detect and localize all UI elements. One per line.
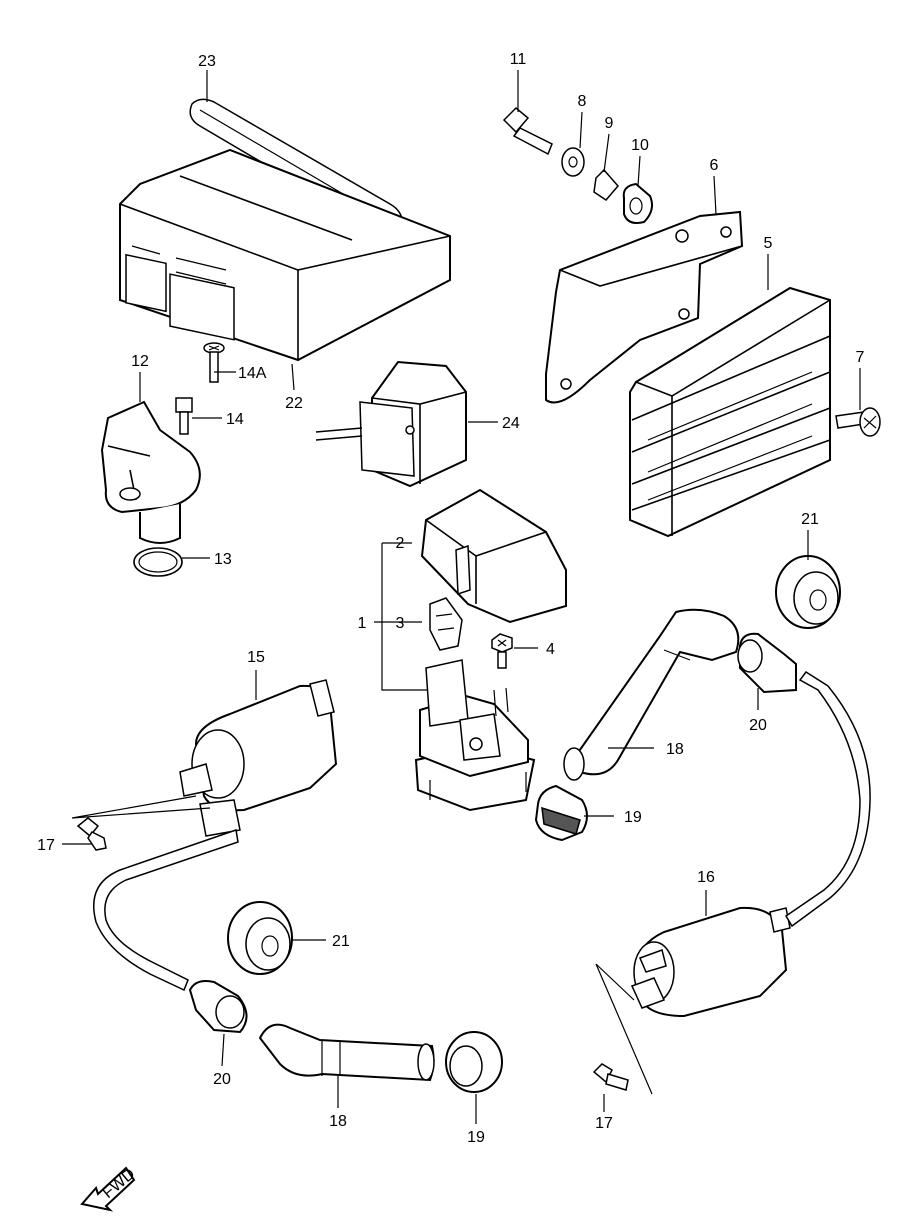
part-18-plug-cap-right (563, 608, 740, 781)
callout-19-right: 19 (624, 809, 642, 826)
forward-arrow-icon: FWD (80, 1166, 139, 1212)
part-22-ecu (119, 148, 451, 362)
callout-3: 3 (396, 615, 405, 632)
part-15-ignition-coil (179, 679, 338, 837)
part-20-cap-left (188, 980, 248, 1034)
callout-13: 13 (214, 551, 232, 568)
part-13-o-ring (133, 547, 183, 577)
callout-23: 23 (198, 53, 216, 70)
callout-15: 15 (247, 649, 265, 666)
callout-labels: 23 22 14A 14 12 13 24 11 8 9 10 6 5 7 21… (37, 51, 864, 1146)
part-5-regulator (629, 286, 831, 538)
part-16-lead (784, 670, 871, 928)
part-7-screw (835, 407, 881, 437)
part-15-lead (92, 829, 239, 992)
part-14-bolt (175, 397, 193, 435)
part-3-fuse (429, 597, 463, 651)
callout-16: 16 (697, 869, 715, 886)
callout-7: 7 (856, 349, 865, 366)
part-6-bracket (545, 210, 744, 404)
part-17-bolt-left (76, 817, 107, 851)
callout-10: 10 (631, 137, 649, 154)
callout-17-left: 17 (37, 837, 55, 854)
callout-20-left: 20 (213, 1071, 231, 1088)
callout-21-upper: 21 (801, 511, 819, 528)
fwd-label: FWD (100, 1166, 139, 1202)
callout-11: 11 (510, 51, 527, 68)
callout-21-lower: 21 (332, 933, 350, 950)
leader-dashed-right (595, 963, 653, 1095)
callout-12: 12 (131, 353, 149, 370)
part-8-washer (561, 147, 585, 177)
part-2-cover (420, 488, 567, 624)
callout-8: 8 (578, 93, 587, 110)
callout-24: 24 (502, 415, 520, 432)
group-bracket-line (381, 542, 428, 691)
part-21-grommet-upper (775, 555, 841, 629)
part-17-bolt-right (592, 1063, 629, 1091)
callout-14: 14 (226, 411, 244, 428)
callout-18-right: 18 (666, 741, 684, 758)
callout-20-right: 20 (749, 717, 767, 734)
callout-1: 1 (358, 615, 367, 632)
callout-4: 4 (546, 641, 555, 658)
callout-2: 2 (396, 535, 405, 552)
callout-19-left: 19 (467, 1129, 485, 1146)
part-18-plug-cap-left (258, 1023, 435, 1082)
part-9-collar (593, 168, 619, 201)
part-4-bolt (491, 633, 513, 669)
part-19-rubber-left (445, 1031, 503, 1093)
leader-dashed-left (71, 795, 211, 819)
part-10-rubber (622, 182, 653, 224)
callout-17-right: 17 (595, 1115, 613, 1132)
part-16-ignition-coil (630, 906, 791, 1018)
callout-14a: 14A (238, 365, 267, 382)
callout-22: 22 (285, 395, 303, 412)
part-11-bolt (502, 106, 553, 156)
part-20-cap-right (737, 632, 797, 694)
callout-6: 6 (710, 157, 719, 174)
part-1-starter-relay (414, 659, 536, 812)
part-24-relay (315, 360, 467, 488)
part-21-grommet-lower (227, 901, 293, 975)
part-12-sensor (100, 400, 201, 544)
part-14a-screw (203, 342, 225, 383)
callout-9: 9 (605, 115, 614, 132)
callout-leaders (62, 70, 861, 1124)
callout-18-left: 18 (329, 1113, 347, 1130)
part-19-rubber-right (534, 784, 588, 842)
callout-5: 5 (764, 235, 773, 252)
